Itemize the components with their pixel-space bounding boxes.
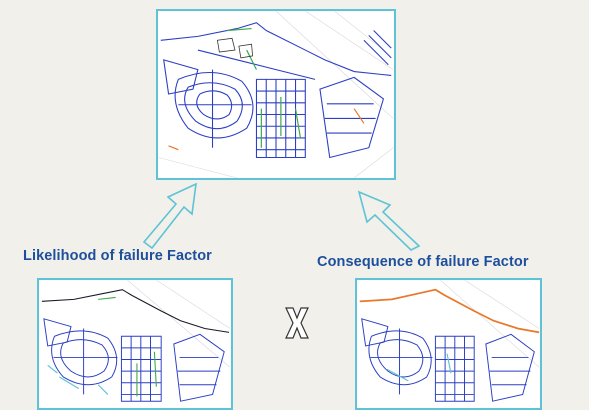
up-right-arrow-icon [142, 182, 197, 250]
likelihood-network-drawing [41, 280, 231, 402]
combined-network-drawing [158, 11, 394, 178]
likelihood-of-failure-map [37, 278, 233, 410]
consequence-network-drawing [359, 280, 540, 402]
up-left-arrow-icon [357, 190, 421, 251]
consequence-of-failure-map [355, 278, 542, 410]
combined-risk-map [156, 9, 396, 180]
likelihood-of-failure-label: Likelihood of failure Factor [23, 248, 212, 264]
consequence-of-failure-label: Consequence of failure Factor [317, 254, 529, 270]
multiply-icon [285, 307, 309, 339]
